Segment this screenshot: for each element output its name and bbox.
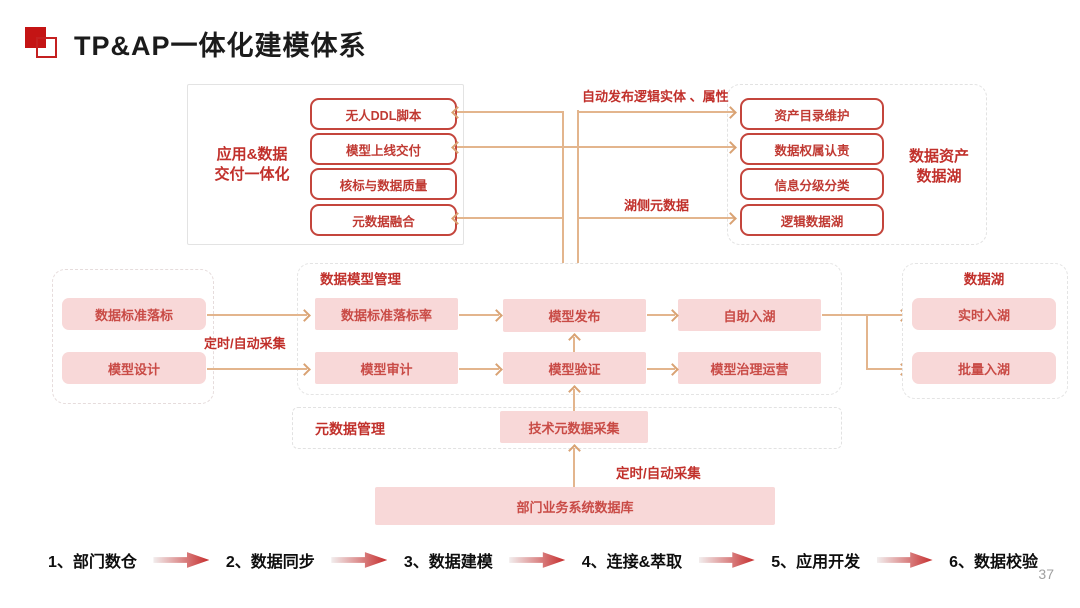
step-5: 5、应用开发 [771, 554, 861, 571]
step-arrow-icon [876, 552, 933, 568]
step-6: 6、数据校验 [949, 554, 1038, 571]
step-arrow-icon [698, 552, 755, 568]
connector-standard [207, 314, 307, 316]
connector-riser-left [562, 111, 564, 301]
box-model-design: 模型设计 [62, 352, 206, 384]
connector-verify-publish [573, 337, 575, 352]
step-arrow-icon [153, 552, 210, 568]
step-4: 4、连接&萃取 [581, 554, 683, 571]
step-3: 3、数据建模 [403, 554, 493, 571]
outline-square-icon [36, 37, 57, 58]
label-timed-collect-left: 定时/自动采集 [204, 336, 286, 351]
filled-square-icon [25, 27, 46, 48]
process-steps: 1、部门数仓 2、数据同步 3、数据建模 4、连接&萃取 5、应用开发 6、数据… [48, 544, 1038, 576]
connector-db-metadata [573, 448, 575, 487]
box-info-classification: 信息分级分类 [740, 168, 884, 200]
connector-lake-branch [866, 314, 868, 368]
connector-rate-publish [459, 314, 499, 316]
step-arrow-icon [331, 552, 388, 568]
connector-audit-verify [459, 368, 499, 370]
box-logical-lake: 逻辑数据湖 [740, 204, 884, 236]
connector-to-logical-lake [578, 217, 734, 219]
page-number: 37 [1038, 566, 1054, 582]
box-standard-landing: 数据标准落标 [62, 298, 206, 330]
connector-to-batch [866, 368, 904, 370]
connector-to-fusion [457, 217, 563, 219]
label-lake-metadata: 湖侧元数据 [624, 198, 690, 213]
asset-group-label-line2: 数据湖 [916, 168, 962, 186]
connector-riser-right [577, 110, 579, 301]
box-data-ownership: 数据权属认责 [740, 133, 884, 165]
connector-to-catalog [578, 111, 734, 113]
box-standard-rate: 数据标准落标率 [315, 298, 458, 330]
label-timed-collect-bottom: 定时/自动采集 [616, 466, 701, 481]
box-batch-lake: 批量入湖 [912, 352, 1056, 384]
connector-metadata-verify [573, 389, 575, 411]
box-metadata-fusion: 元数据融合 [310, 204, 457, 236]
box-model-publish: 模型发布 [503, 299, 646, 332]
box-tech-metadata: 技术元数据采集 [500, 411, 648, 443]
step-1: 1、部门数仓 [48, 554, 137, 571]
connector-to-realtime [822, 314, 904, 316]
asset-group-label: 数据资产 数据湖 [893, 147, 985, 188]
delivery-group-label-line1: 应用&数据 [216, 146, 288, 163]
connector-publish-lake [647, 314, 675, 316]
box-self-service-lake: 自助入湖 [678, 299, 821, 331]
box-model-audit: 模型审计 [315, 352, 458, 384]
asset-group-label-line1: 数据资产 [908, 148, 969, 165]
connector-to-ddl [457, 111, 563, 113]
model-mgmt-label: 数据模型管理 [320, 272, 401, 287]
box-model-launch: 模型上线交付 [310, 133, 457, 165]
delivery-group-label-line2: 交付一体化 [214, 166, 290, 184]
box-source-db: 部门业务系统数据库 [375, 487, 775, 525]
title-squares-icon [25, 27, 63, 63]
box-realtime-lake: 实时入湖 [912, 298, 1056, 330]
connector-design-audit [207, 368, 307, 370]
box-check-quality: 核标与数据质量 [310, 168, 457, 200]
connector-to-launch [457, 146, 578, 148]
metadata-group-label: 元数据管理 [315, 421, 385, 437]
connector-verify-governance [647, 368, 675, 370]
label-auto-publish: 自动发布逻辑实体 、属性 [582, 89, 729, 104]
page-title: TP&AP一体化建模体系 [74, 31, 367, 61]
box-model-governance: 模型治理运营 [678, 352, 821, 384]
box-model-verify: 模型验证 [503, 352, 646, 384]
step-2: 2、数据同步 [225, 554, 315, 571]
lake-group-label: 数据湖 [963, 272, 1005, 287]
box-asset-catalog: 资产目录维护 [740, 98, 884, 130]
step-arrow-icon [509, 552, 566, 568]
box-ddl-script: 无人DDL脚本 [310, 98, 457, 130]
connector-to-ownership [563, 146, 734, 148]
delivery-group-label: 应用&数据 交付一体化 [193, 145, 311, 186]
